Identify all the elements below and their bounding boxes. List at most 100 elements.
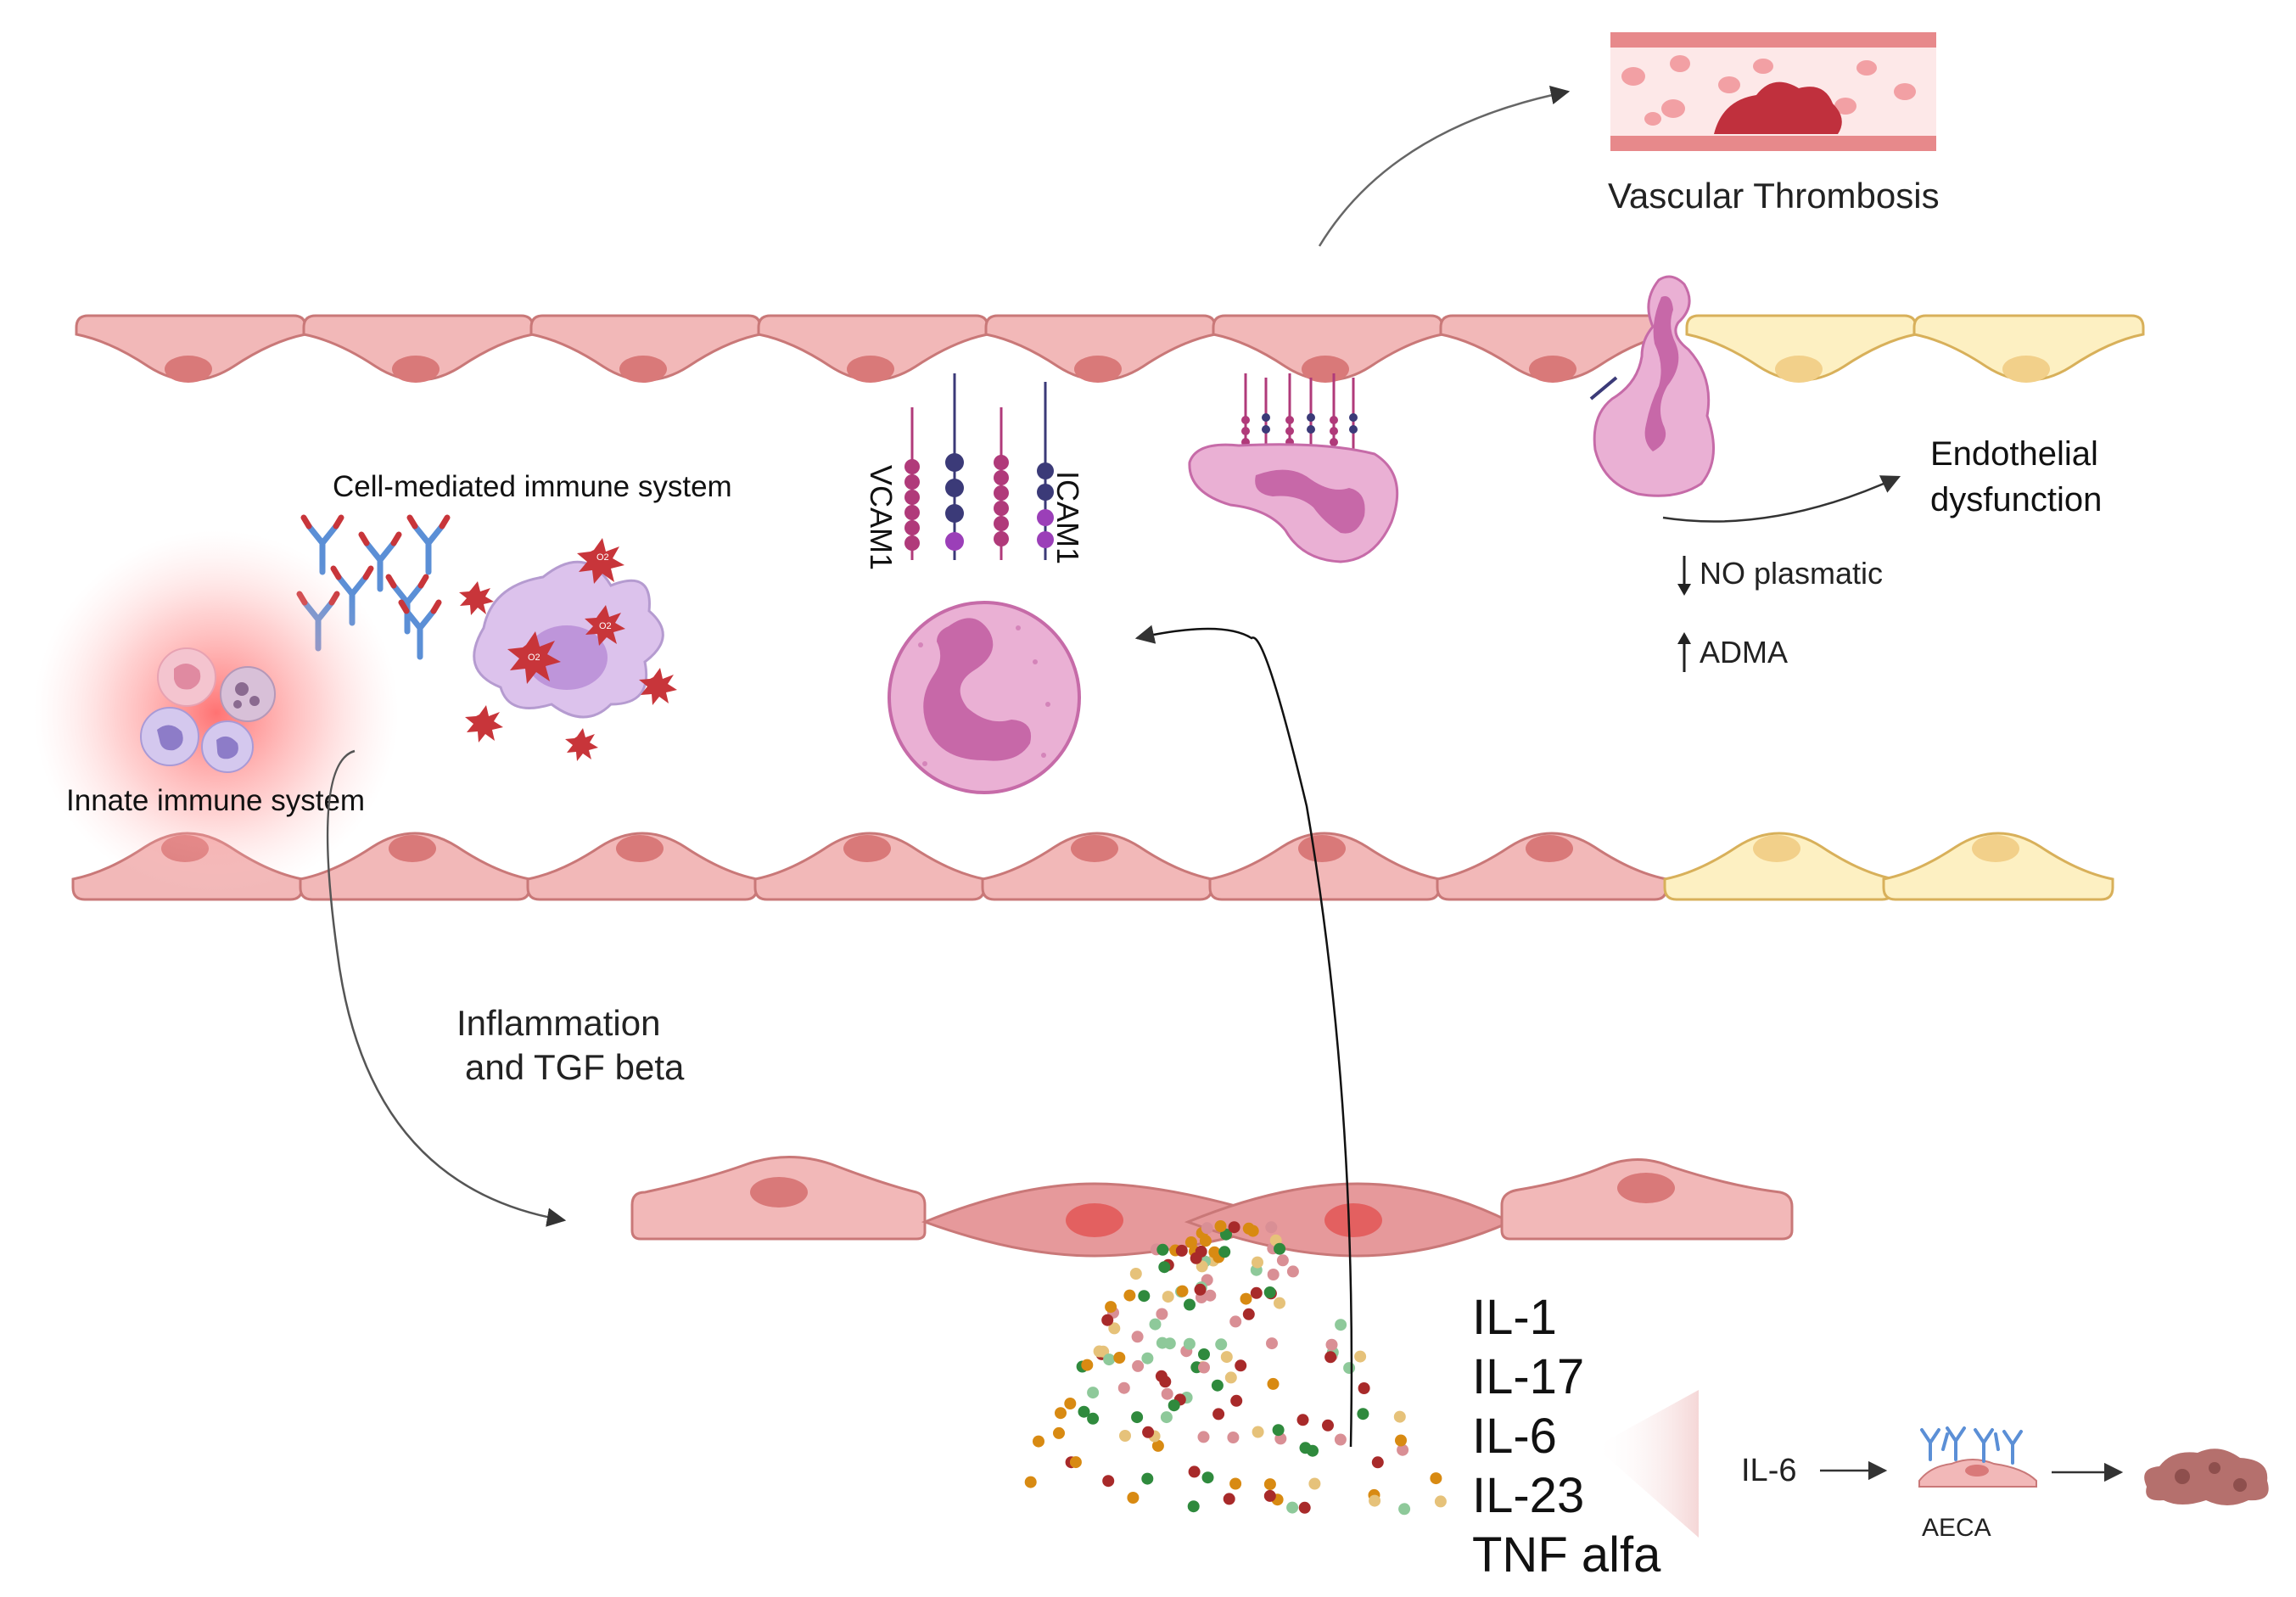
cytokine-dot [1102,1475,1115,1488]
top-endothelial-layer [75,314,2145,383]
cytokine-dot [1230,1394,1243,1407]
cytokine-dot [1131,1331,1144,1343]
cytokine-dot [1151,1439,1164,1452]
cytokine-dot [1141,1472,1154,1485]
cytokine-dot [1272,1424,1285,1437]
cytokine-dot [1334,1433,1347,1446]
cytokine-dot [1113,1352,1126,1364]
cytokine-dot [1158,1261,1171,1274]
cytokine-dot [1286,1265,1299,1278]
cytokine-dot [1358,1382,1370,1394]
vessel-thrombosis-icon [1610,32,1936,151]
cytokine-dot [1141,1352,1154,1364]
cytokine-dot [1149,1318,1162,1331]
inflammation-label-line1: Inflammation [456,1003,660,1043]
cytokine-dot [1131,1411,1144,1424]
cytokine-dot [1197,1431,1210,1443]
cytokine-dot [1252,1426,1264,1438]
cytokine-dot [1296,1414,1309,1426]
cytokine-dot [1267,1377,1280,1390]
macrophage-icon [473,560,664,719]
il6-small-label: IL-6 [1741,1453,1796,1488]
cytokine-dot [1138,1290,1151,1303]
cytokine-dot [1220,1351,1233,1364]
cytokine-dot [1123,1289,1136,1302]
ros-icon [459,538,677,761]
cytokine-dot [1127,1492,1140,1504]
dysfunctional-cells-bottom [1663,832,2114,901]
cytokine-dot [1434,1495,1447,1508]
cytokine-dot [1274,1297,1285,1309]
cytokine-dot [1190,1252,1202,1264]
cytokine-dot [1397,1443,1409,1456]
aeca-cell-icon [1918,1426,2037,1488]
cytokine-dot [1055,1407,1067,1420]
cytokine-dot [1198,1361,1210,1374]
cytokine-dot [1229,1315,1242,1328]
cytokine-dot [1343,1362,1356,1375]
cytokine-dot [1266,1337,1278,1350]
cytokine-dot [1265,1221,1278,1234]
cytokine-dot [1024,1476,1037,1488]
cytokine-dot [1224,1371,1237,1384]
cytokine-dot [1176,1285,1189,1297]
arrow-to-thrombosis [1318,85,1571,247]
cytokine-dot [1263,1489,1276,1502]
cytokine-dot [1393,1410,1406,1423]
cytokine-dot [1103,1353,1116,1366]
cytokine-dot [1184,1298,1196,1311]
cytokine-dot [1223,1493,1235,1505]
cytokine-dot [1129,1268,1142,1280]
cytokine-il1: IL-1 [1472,1290,1557,1345]
cytokine-dot [1298,1501,1311,1514]
arrow-inflammation [326,749,567,1227]
cytokine-dot [1198,1348,1210,1360]
cytokine-dot [1208,1246,1221,1258]
cytokine-dot [1162,1291,1174,1303]
cytokine-dot [1087,1387,1100,1399]
cytokine-dot [1101,1314,1114,1326]
dysfunctional-cells-top [1685,314,2145,382]
cytokine-dot [1357,1408,1369,1420]
cytokine-dot [1161,1387,1173,1400]
cytokine-dot [1242,1308,1255,1320]
arrow-cytokines-to-neutrophil [1134,625,1353,1448]
vascular-thrombosis-label: Vascular Thrombosis [1608,176,1940,216]
cytokine-dot [1335,1319,1347,1331]
cytokine-dot [1069,1456,1082,1469]
cytokine-tnf-alfa: TNF alfa [1472,1527,1661,1583]
cytokine-dot [1194,1283,1207,1296]
cytokine-dot [1155,1370,1168,1382]
cytokine-dot [1212,1408,1225,1420]
cytokine-dot [1064,1398,1077,1409]
cytokine-dot [1163,1337,1176,1350]
aeca-label: AECA [1922,1514,1991,1542]
cytokine-dot [1250,1286,1263,1299]
ros-labels: O2 O2 O2 [528,552,612,663]
cytokine-dot [1211,1379,1224,1392]
cytokine-dot [1078,1405,1090,1418]
cytokine-dot [1398,1503,1411,1516]
cytokine-dot [1132,1359,1145,1372]
cytokine-dot [1263,1286,1276,1298]
cytokine-dot [1081,1359,1094,1371]
cytokine-dot [1267,1269,1280,1280]
cytokine-dot [1201,1222,1213,1235]
cytokine-dot [1196,1260,1208,1273]
cytokine-dot [1093,1345,1106,1358]
cytokine-dot [1188,1465,1201,1478]
cytokine-dot [1108,1322,1121,1335]
endothelial-dysfunction-label-line2: dysfunction [1930,481,2102,518]
cytokine-dot [1199,1235,1212,1247]
cytokine-dot [1033,1435,1044,1448]
cytokine-wedge [1595,1390,1699,1538]
cytokine-il17: IL-17 [1472,1349,1584,1404]
cytokine-dot [1214,1220,1227,1232]
cytokine-dot [1117,1381,1130,1394]
cytokine-dot [1215,1338,1228,1351]
cytokine-dot [1263,1478,1276,1491]
cytokine-dot [1201,1471,1214,1484]
transmigrating-cell-icon [1589,275,1716,497]
cytokine-dot [1218,1246,1231,1258]
no-plasmatic-label: NO plasmatic [1700,556,1883,591]
